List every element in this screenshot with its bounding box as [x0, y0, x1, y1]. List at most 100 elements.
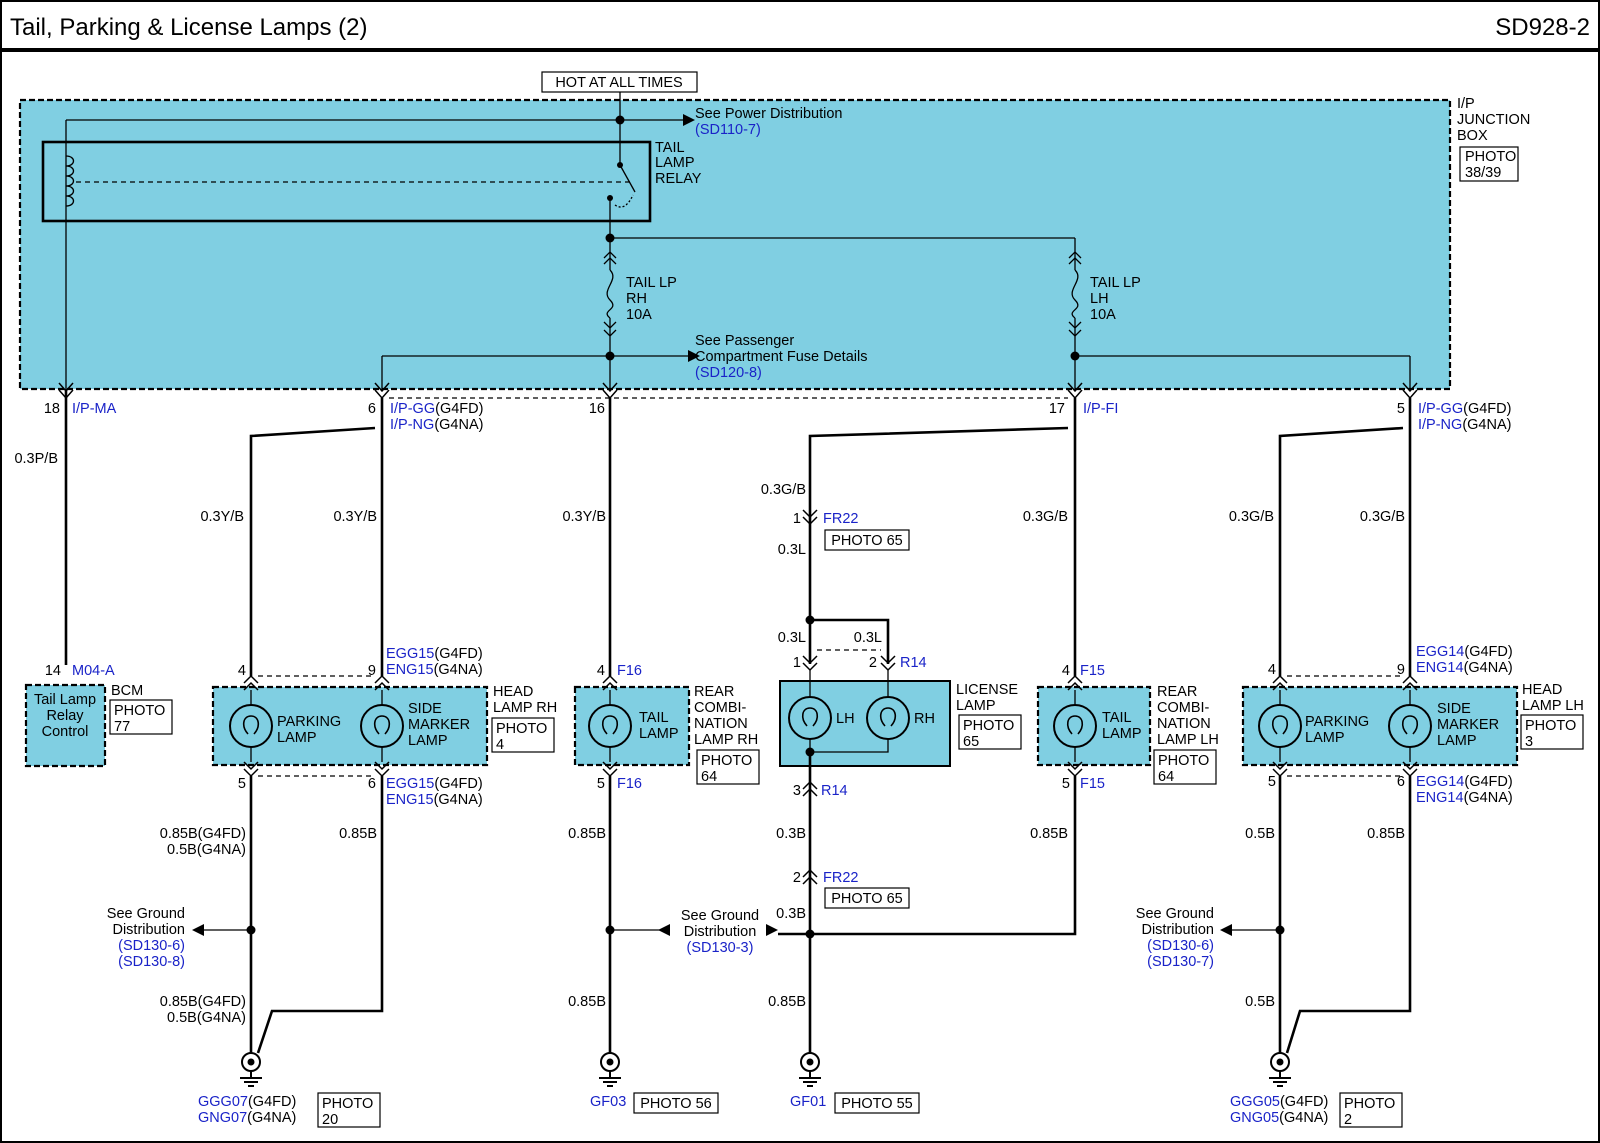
wire-label-05b-g4na: 0.5B(G4NA) [167, 842, 246, 858]
ground-ref-mid: See Ground Distribution (SD130-3) [681, 908, 759, 956]
passenger-fuse-link[interactable]: (SD120-8) [695, 365, 762, 381]
pin-6: 6 [368, 401, 376, 417]
svg-text:LAMP: LAMP [956, 698, 996, 714]
rc-lh-pin-4: 4 [1062, 663, 1070, 679]
svg-text:TAIL: TAIL [1102, 710, 1132, 726]
license-pin1: 1 [793, 655, 801, 671]
wire-label-03l-a: 0.3L [778, 542, 806, 558]
head-lamp-lh [1241, 685, 1519, 767]
power-ref-link[interactable]: (SD110-7) [695, 122, 761, 138]
power-ref-label: See Power Distribution [695, 106, 843, 122]
license-fr22-photo: PHOTO 65 [831, 533, 902, 549]
license-pin2: 2 [869, 655, 877, 671]
page-title: Tail, Parking & License Lamps (2) [10, 14, 368, 41]
bcm-photo-box [109, 699, 173, 735]
wire-label-gb-tail-lh: 0.3G/B [1023, 509, 1068, 525]
wire-label-03l-c: 0.3L [854, 630, 882, 646]
hl-lh-pin-4: 4 [1268, 662, 1276, 678]
rear-combination-lamp-lh [1036, 685, 1152, 767]
wire-label-pb: 0.3P/B [14, 451, 58, 467]
wire-label-085b-tail-lh: 0.85B [1030, 826, 1068, 842]
hl-lh-side-marker-label: SIDE MARKER LAMP [1437, 701, 1499, 749]
ground-gf03-icon [598, 1052, 622, 1087]
svg-text:Relay: Relay [46, 708, 84, 724]
svg-text:TAIL LP: TAIL LP [1090, 275, 1141, 291]
ground-ggg05-photo: PHOTO [1344, 1096, 1395, 1112]
wire-label-05b-parking-lh-2: 0.5B [1245, 994, 1275, 1010]
license-conn-r14: R14 [900, 655, 927, 671]
conn-ip-ng-lh: I/P-NG(G4NA) [1418, 417, 1511, 433]
hl-rh-pin-9: 9 [368, 663, 376, 679]
tail-lamp-relay-box [41, 140, 652, 223]
hl-lh-conn-bot2: ENG14(G4NA) [1416, 790, 1513, 806]
svg-text:I/P: I/P [1457, 96, 1475, 112]
wire-label-yb-tail-rh: 0.3Y/B [562, 509, 606, 525]
svg-text:LAMP LH: LAMP LH [1522, 698, 1584, 714]
ground-ggg07-icon [239, 1052, 263, 1087]
svg-text:Distribution: Distribution [112, 922, 185, 938]
svg-text:LICENSE: LICENSE [956, 682, 1018, 698]
rc-rh-photo: PHOTO [701, 753, 752, 769]
svg-text:(SD130-8): (SD130-8) [118, 954, 185, 970]
conn-ip-ma: I/P-MA [72, 401, 117, 417]
wire-label-gb-license: 0.3G/B [761, 482, 806, 498]
hl-lh-photo-box [1520, 714, 1584, 750]
svg-text:LAMP LH: LAMP LH [1157, 732, 1219, 748]
wire-label-085b-side-lh: 0.85B [1367, 826, 1405, 842]
bcm-pin: 14 [45, 663, 61, 679]
svg-text:HEAD: HEAD [1522, 682, 1562, 698]
rear-combination-lamp-rh [573, 685, 691, 767]
bcm-photo-num: 77 [114, 719, 130, 735]
ground-gf01-icon [798, 1052, 822, 1087]
bcm-name: BCM [111, 683, 143, 699]
license-name: LICENSE LAMP [956, 682, 1018, 714]
hl-lh-conn-top1: EGG14(G4FD) [1416, 644, 1513, 660]
svg-text:LAMP: LAMP [1305, 730, 1345, 746]
svg-text:LAMP: LAMP [408, 733, 448, 749]
svg-text:LAMP RH: LAMP RH [493, 700, 557, 716]
svg-text:(SD130-6): (SD130-6) [118, 938, 185, 954]
svg-text:(SD130-7): (SD130-7) [1147, 954, 1214, 970]
wire-label-05b-parking-lh: 0.5B [1245, 826, 1275, 842]
svg-text:(SD130-3): (SD130-3) [687, 940, 754, 956]
svg-text:Distribution: Distribution [1141, 922, 1214, 938]
svg-text:RH: RH [626, 291, 647, 307]
svg-text:See Ground: See Ground [107, 906, 185, 922]
fuse-tail-lp-lh [1068, 238, 1082, 356]
fuse-lh-label: TAIL LP LH 10A [1090, 275, 1141, 323]
hl-lh-photo: PHOTO [1525, 718, 1576, 734]
license-fr22-photo-b: PHOTO 65 [831, 891, 902, 907]
license-conn-r14-bot: R14 [821, 783, 848, 799]
bcm-component [24, 683, 107, 768]
svg-text:LAMP: LAMP [277, 730, 317, 746]
relay-coil [65, 155, 75, 207]
license-pin3: 3 [793, 783, 801, 799]
passenger-fuse-ref: See Passenger Compartment Fuse Details [695, 333, 867, 365]
junction-box-photo-box [1459, 146, 1519, 182]
hl-lh-pin-6: 6 [1397, 774, 1405, 790]
license-fr22-pin1: 1 [793, 511, 801, 527]
ground-ggg07-photo-num: 20 [322, 1112, 338, 1128]
svg-text:REAR: REAR [1157, 684, 1197, 700]
svg-text:HEAD: HEAD [493, 684, 533, 700]
conn-ip-ng-rh: I/P-NG(G4NA) [390, 417, 483, 433]
hl-rh-pin-5: 5 [238, 776, 246, 792]
svg-text:Compartment Fuse Details: Compartment Fuse Details [695, 349, 867, 365]
hl-rh-conn-bot2: ENG15(G4NA) [386, 792, 483, 808]
rc-lh-conn-top: F15 [1080, 663, 1105, 679]
ground-gf03: GF03 [590, 1094, 626, 1110]
power-ref-arrow [683, 114, 695, 126]
pin-5: 5 [1397, 401, 1405, 417]
rc-lh-photo-num: 64 [1158, 769, 1174, 785]
junction-box-photo: PHOTO [1465, 149, 1516, 165]
wire-label-085b-side-rh: 0.85B [339, 826, 377, 842]
conn-ip-gg-rh: I/P-GG(G4FD) [390, 401, 483, 417]
rc-rh-conn-top: F16 [617, 663, 642, 679]
hl-lh-pin-5: 5 [1268, 774, 1276, 790]
pin-16: 16 [589, 401, 605, 417]
license-fr22-conn-b: FR22 [823, 870, 858, 886]
rc-lh-photo-box [1153, 749, 1217, 785]
bcm-photo: PHOTO [114, 703, 165, 719]
svg-text:LH: LH [1090, 291, 1109, 307]
